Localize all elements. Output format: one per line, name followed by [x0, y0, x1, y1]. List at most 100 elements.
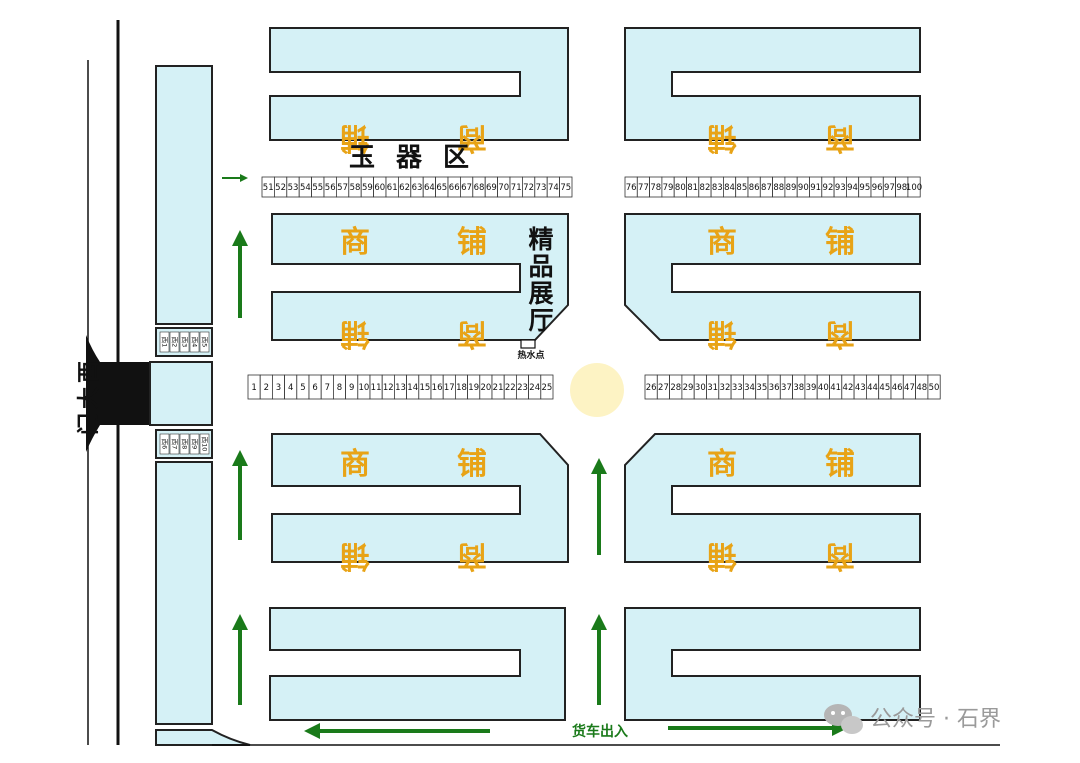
stall-number: 29 — [683, 383, 694, 393]
shop-blocks — [269, 27, 921, 721]
stall-number: 68 — [474, 183, 485, 193]
stall-number: 27 — [658, 383, 669, 393]
stall-number: 50 — [929, 383, 940, 393]
stall-number: 74 — [548, 183, 559, 193]
stall-number: 65 — [436, 183, 447, 193]
stall-number: 95 — [859, 183, 870, 193]
stall-number: 36 — [769, 383, 780, 393]
small-stall-label: 西5 — [201, 337, 209, 348]
west-gate-label-2: 大 — [77, 387, 102, 409]
stall-number: 79 — [663, 183, 674, 193]
stall-number: 92 — [823, 183, 834, 193]
small-stall-label: 西6 — [161, 439, 169, 450]
stall-number: 5 — [300, 383, 305, 393]
stall-number: 11 — [371, 383, 382, 393]
stall-number: 51 — [263, 183, 274, 193]
west-gate-label-3: 门 — [76, 413, 102, 435]
svg-text:厅: 厅 — [528, 306, 553, 335]
stall-number: 16 — [432, 383, 443, 393]
stall-number: 2 — [264, 383, 269, 393]
stall-number: 91 — [810, 183, 821, 193]
stall-box — [927, 374, 941, 400]
stall-number: 40 — [818, 383, 829, 393]
shop-block-row2-right — [624, 213, 921, 341]
stall-number: 87 — [761, 183, 772, 193]
stall-number: 44 — [867, 383, 878, 393]
stall-number: 61 — [387, 183, 398, 193]
stall-number: 81 — [687, 183, 698, 193]
traffic-arrows — [222, 174, 848, 739]
stall-number: 22 — [505, 383, 516, 393]
stall-number: 4 — [288, 383, 293, 393]
stall-number: 45 — [879, 383, 890, 393]
stall-number: 88 — [773, 183, 784, 193]
watermark: 公众号 · 石界 — [824, 704, 1001, 734]
svg-text:铺: 铺 — [340, 120, 370, 155]
stall-number: 90 — [798, 183, 809, 193]
shop-block-row4-right — [624, 607, 921, 721]
stall-number: 34 — [744, 383, 755, 393]
west-gate-label-1: 西 — [77, 361, 102, 383]
stall-number: 1 — [251, 383, 256, 393]
stall-number: 26 — [646, 383, 657, 393]
stall-number: 76 — [626, 183, 637, 193]
stall-number: 83 — [712, 183, 723, 193]
wechat-icon — [824, 704, 863, 734]
stall-number: 63 — [412, 183, 423, 193]
stall-number: 24 — [529, 383, 540, 393]
shop-block-row3-right — [624, 433, 921, 563]
shop-labels-upright: 商 铺 商 铺 商 铺 商 铺 — [340, 225, 855, 482]
stall-number: 8 — [337, 383, 342, 393]
small-stall-label: 西4 — [191, 337, 199, 348]
shop-labels-inverted: 铺 商 铺 商 铺 商 铺 商 铺 商 铺 商 — [340, 120, 855, 573]
stall-box — [559, 176, 573, 198]
stall-number: 67 — [461, 183, 472, 193]
svg-text:铺: 铺 — [340, 316, 370, 351]
shop-block-top-right — [624, 27, 921, 141]
stall-number: 98 — [896, 183, 907, 193]
stall-number: 85 — [736, 183, 747, 193]
small-stall-label: 西2 — [171, 337, 179, 348]
stall-number: 86 — [749, 183, 760, 193]
svg-text:商: 商 — [825, 120, 855, 155]
stall-number: 53 — [288, 183, 299, 193]
jade-zone-label: 玉 器 区 — [349, 143, 475, 173]
stall-number: 25 — [541, 383, 552, 393]
svg-text:商: 商 — [340, 447, 370, 482]
stall-number: 28 — [670, 383, 681, 393]
stall-number: 30 — [695, 383, 706, 393]
stall-number: 58 — [350, 183, 361, 193]
stall-number: 64 — [424, 183, 435, 193]
stall-number: 97 — [884, 183, 895, 193]
svg-text:商: 商 — [825, 538, 855, 573]
svg-text:商: 商 — [340, 225, 370, 260]
stall-number: 12 — [383, 383, 394, 393]
stall-number: 52 — [275, 183, 286, 193]
stall-number: 82 — [700, 183, 711, 193]
stall-number: 17 — [444, 383, 455, 393]
stall-number: 56 — [325, 183, 336, 193]
shop-block-top-left — [269, 27, 569, 141]
stall-number: 35 — [756, 383, 767, 393]
small-stall-box — [159, 331, 170, 353]
shop-block-row3-left — [271, 433, 569, 563]
plaza-circle — [570, 363, 624, 417]
small-stall-box — [199, 433, 210, 455]
stall-number: 21 — [493, 383, 504, 393]
stall-number: 20 — [480, 383, 491, 393]
shop-block-row2-left — [271, 213, 569, 341]
stall-number: 32 — [720, 383, 731, 393]
stall-number: 94 — [847, 183, 858, 193]
stall-number: 66 — [449, 183, 460, 193]
small-stall-box — [159, 433, 170, 455]
stall-number: 10 — [358, 383, 369, 393]
svg-text:商: 商 — [457, 316, 487, 351]
stall-number: 57 — [337, 183, 348, 193]
stall-number: 62 — [399, 183, 410, 193]
small-stall-label: 西7 — [171, 439, 179, 450]
svg-text:商: 商 — [707, 447, 737, 482]
